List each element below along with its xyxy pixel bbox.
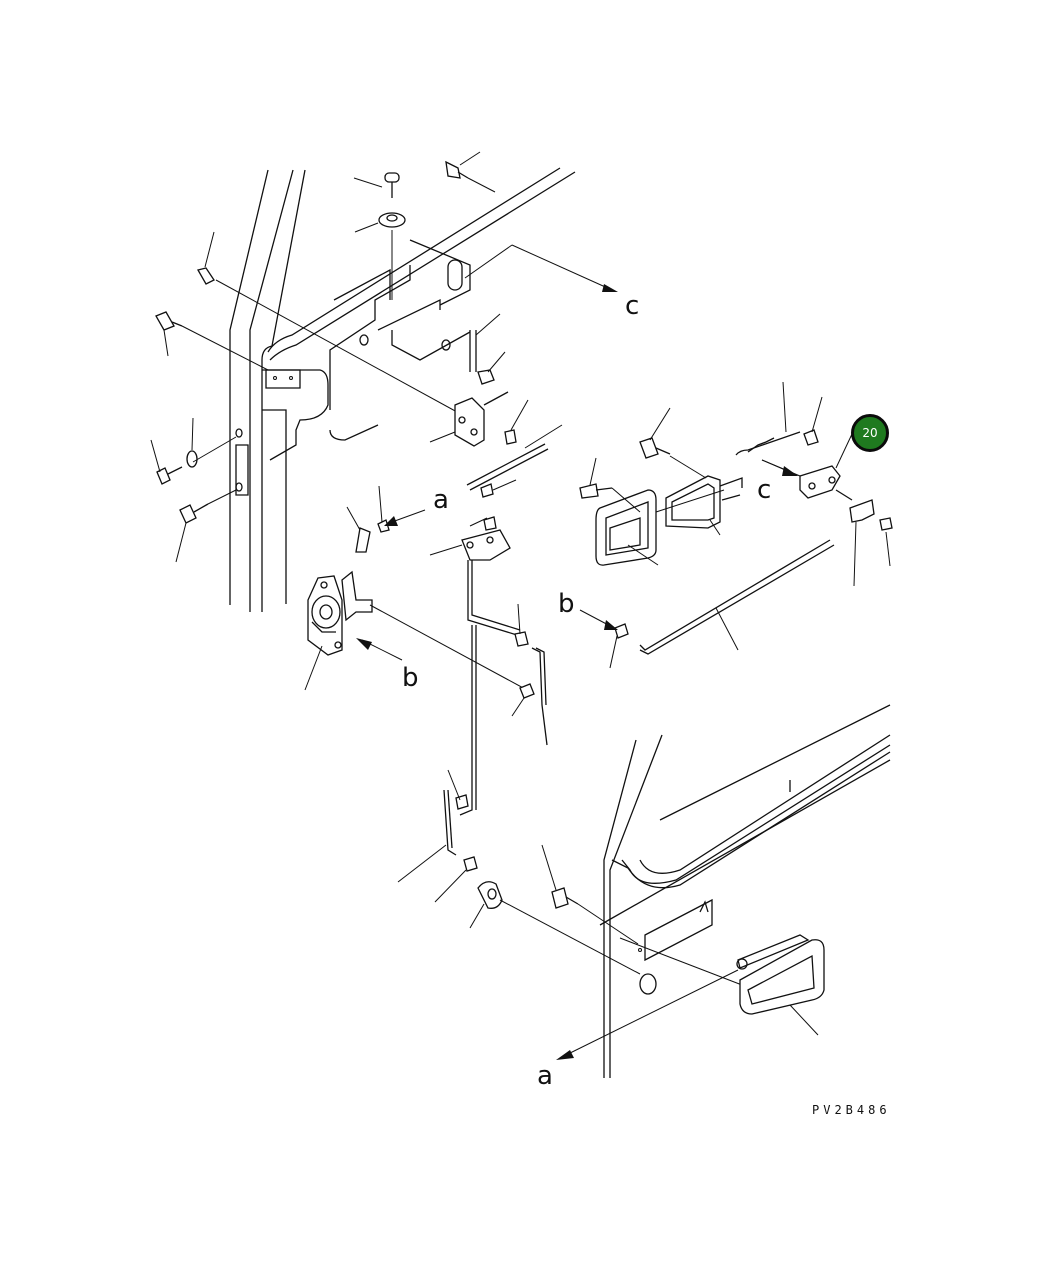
callout-badge[interactable]: 20 [851, 414, 889, 452]
interior-handle-assembly [579, 381, 893, 669]
drawing-code: PV2B486 [812, 1103, 891, 1117]
fasteners-left [150, 151, 496, 563]
callout-number: 20 [862, 426, 878, 440]
lower-door-frame [599, 704, 891, 1078]
view-marker-a-middle: a [433, 485, 449, 515]
view-marker-b-left: b [402, 663, 419, 693]
view-marker-c-right: c [757, 475, 771, 505]
view-marker-a-bottom: a [537, 1061, 553, 1091]
door-lock [304, 485, 535, 717]
upper-door-frame [229, 167, 576, 612]
view-marker-b-right: b [558, 589, 575, 619]
upper-latch-assembly [429, 313, 563, 498]
control-rods [397, 516, 548, 883]
view-marker-c-top: c [625, 291, 639, 321]
exterior-handle [434, 844, 825, 1036]
view-arrows [356, 244, 798, 1060]
